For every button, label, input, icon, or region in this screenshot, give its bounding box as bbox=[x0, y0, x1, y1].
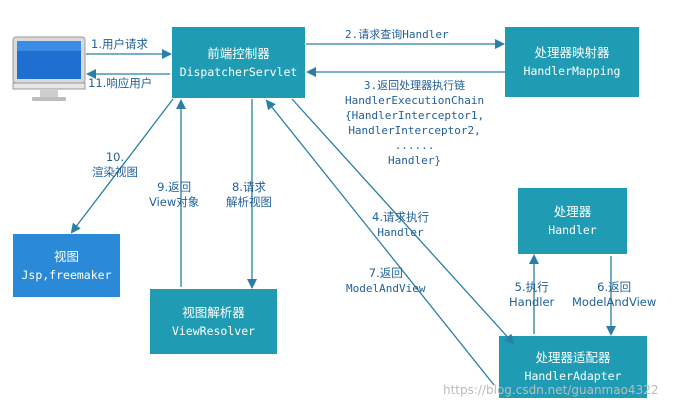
dispatcher-servlet-title: 前端控制器 bbox=[207, 45, 270, 61]
handler-subtitle: Handler bbox=[548, 223, 597, 237]
label-step-7-line-1: 7.返回 bbox=[368, 266, 403, 280]
label-step-7-line-2: ModelAndView bbox=[346, 282, 426, 295]
label-step-9-line-2: View对象 bbox=[149, 195, 200, 209]
dispatcher-servlet-box: 前端控制器 DispatcherServlet bbox=[172, 27, 305, 98]
label-step-11: 11.响应用户 bbox=[88, 76, 153, 90]
arrow-4-execute-handler bbox=[291, 98, 515, 345]
label-step-8: 8.请求 解析视图 bbox=[226, 180, 272, 210]
label-step-3-line-4: HandlerInterceptor2, bbox=[348, 124, 481, 137]
view-resolver-box: 视图解析器 ViewResolver bbox=[150, 289, 277, 354]
handler-title: 处理器 bbox=[553, 204, 592, 219]
label-step-5: 5.执行 Handler bbox=[509, 280, 554, 310]
handler-mapping-title: 处理器映射器 bbox=[534, 45, 610, 60]
handler-mapping-box: 处理器映射器 HandlerMapping bbox=[505, 27, 639, 97]
label-step-4-line-2: Handler bbox=[377, 226, 424, 239]
label-step-8-line-1: 8.请求 bbox=[232, 180, 266, 194]
label-step-3-line-1: 3.返回处理器执行链 bbox=[363, 79, 466, 92]
label-step-9: 9.返回 View对象 bbox=[149, 180, 199, 210]
label-step-6-line-2: ModelAndView bbox=[572, 295, 657, 309]
label-step-7: 7.返回 ModelAndView bbox=[346, 266, 425, 296]
label-step-6-line-1: 6.返回 bbox=[597, 280, 632, 294]
handler-adapter-box: 处理器适配器 HandlerAdapter bbox=[499, 336, 647, 398]
label-step-5-line-1: 5.执行 bbox=[514, 280, 549, 294]
arrow-10-render bbox=[70, 98, 174, 234]
watermark-url: https://blog.csdn.net/guanmao4322 bbox=[443, 383, 659, 397]
label-step-4: 4.请求执行 Handler bbox=[372, 210, 429, 240]
label-step-6: 6.返回 ModelAndView bbox=[572, 280, 656, 310]
dispatcher-servlet-subtitle: DispatcherServlet bbox=[179, 64, 298, 79]
label-step-2: 2.请求查询Handler bbox=[345, 28, 449, 41]
label-step-3-line-2: HandlerExecutionChain bbox=[345, 94, 485, 107]
view-resolver-subtitle: ViewResolver bbox=[171, 323, 256, 338]
arrow-7-return-mav bbox=[265, 99, 495, 386]
label-step-3-line-5: ...... bbox=[394, 139, 435, 152]
label-step-1: 1.用户请求 bbox=[91, 37, 148, 51]
label-step-3-line-6: Handler} bbox=[388, 154, 442, 167]
handler-adapter-title: 处理器适配器 bbox=[535, 350, 611, 365]
label-step-10: 10. 渲染视图 bbox=[92, 150, 138, 180]
label-step-3-line-3: {HandlerInterceptor1, bbox=[345, 109, 485, 122]
handler-box: 处理器 Handler bbox=[518, 188, 627, 254]
view-subtitle: Jsp,freemaker bbox=[21, 267, 112, 282]
label-step-10-line-1: 10. bbox=[105, 150, 125, 164]
view-title: 视图 bbox=[53, 248, 79, 264]
label-step-9-line-1: 9.返回 bbox=[157, 180, 192, 194]
computer-monitor-icon bbox=[12, 36, 86, 101]
label-step-8-line-2: 解析视图 bbox=[226, 195, 272, 209]
label-step-4-line-1: 4.请求执行 bbox=[372, 210, 429, 224]
view-box: 视图 Jsp,freemaker bbox=[13, 234, 120, 297]
label-step-10-line-2: 渲染视图 bbox=[92, 165, 138, 179]
label-step-5-line-2: Handler bbox=[509, 295, 555, 309]
view-resolver-title: 视图解析器 bbox=[182, 304, 245, 320]
handler-adapter-subtitle: HandlerAdapter bbox=[524, 369, 622, 383]
handler-mapping-subtitle: HandlerMapping bbox=[523, 64, 621, 78]
label-step-3: 3.返回处理器执行链 HandlerExecutionChain {Handle… bbox=[345, 78, 484, 168]
